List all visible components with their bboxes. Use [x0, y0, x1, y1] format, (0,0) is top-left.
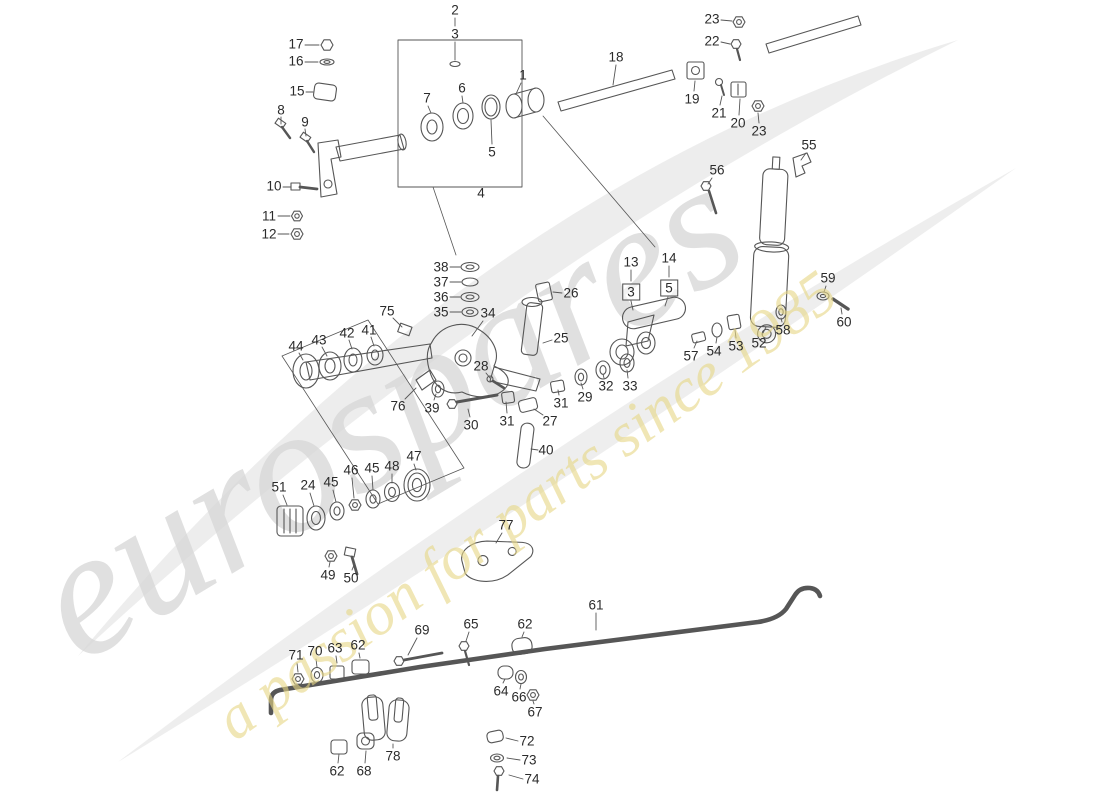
leader-line-21	[719, 95, 723, 106]
kingpin-bearing-group	[276, 468, 431, 576]
mount-bracket	[461, 540, 534, 582]
leader-line-44	[298, 352, 304, 361]
leader-line-62	[521, 631, 525, 638]
leader-line-43	[321, 346, 328, 357]
leader-line-20	[738, 98, 741, 116]
leader-line-52	[761, 326, 767, 336]
leader-line-62	[337, 753, 340, 764]
leader-line-70	[315, 658, 318, 668]
leader-line-69	[407, 637, 418, 656]
leader-line-60	[840, 307, 843, 315]
stabilizer-bar-assembly	[268, 585, 823, 792]
leader-line-75	[392, 317, 403, 328]
shim-stack	[460, 261, 480, 318]
leader-line-62	[358, 652, 361, 659]
leader-line-23	[757, 112, 760, 124]
shock-mount-hardware	[700, 152, 850, 320]
leader-line-45	[332, 489, 337, 503]
leader-line-22	[720, 41, 731, 45]
leader-line-27	[533, 408, 544, 416]
leader-line-5	[490, 119, 493, 145]
leader-line-9	[304, 128, 307, 137]
leader-line-23	[720, 19, 733, 22]
leader-line-30	[467, 408, 471, 418]
leader-line-72	[505, 737, 519, 742]
leader-line-54	[715, 336, 718, 344]
reference-lines	[432, 115, 656, 256]
leader-line-40	[530, 448, 539, 451]
leader-line-53	[734, 329, 737, 339]
leader-line-31	[557, 389, 560, 396]
leader-line-18	[612, 64, 617, 86]
leader-line-68	[364, 750, 367, 764]
shock-absorber	[749, 156, 790, 344]
leader-line-28	[485, 372, 491, 379]
leader-line-74	[508, 774, 524, 780]
steering-fork-assembly	[274, 39, 407, 240]
leader-line-41	[370, 336, 375, 347]
torsion-arm-assembly	[520, 281, 742, 366]
leader-line-6	[461, 95, 464, 104]
leader-line-65	[465, 631, 470, 642]
leader-line-33	[626, 369, 629, 379]
leader-line-26	[552, 291, 563, 294]
leader-line-67	[532, 700, 535, 705]
leader-line-25	[542, 339, 553, 344]
leader-line-46	[351, 477, 355, 499]
bearing-set	[420, 87, 545, 142]
steering-knuckle	[281, 319, 635, 505]
leader-line-45	[371, 475, 374, 491]
leader-line-63	[335, 655, 338, 664]
tie-rod-and-clamps	[557, 15, 862, 112]
leader-line-24	[309, 492, 315, 507]
leader-line-42	[348, 339, 353, 350]
bearing-box	[397, 39, 523, 188]
leader-line-1	[515, 82, 522, 95]
leader-lines	[277, 17, 843, 780]
leader-line-59	[823, 285, 827, 293]
leader-line-7	[427, 105, 432, 114]
leader-line-73	[506, 757, 521, 761]
leader-line-49	[328, 561, 331, 568]
leader-line-19	[693, 80, 696, 92]
swoosh-ribbon-lower	[118, 168, 1016, 762]
leader-line-3	[630, 300, 634, 311]
leader-line-71	[296, 662, 299, 673]
leader-line-39	[433, 393, 437, 401]
leader-line-51	[282, 494, 288, 506]
leader-line-66	[519, 683, 522, 690]
watermark-tagline: a passion for parts since 1985	[203, 258, 849, 753]
leader-line-64	[502, 678, 506, 684]
leader-line-76	[404, 387, 417, 400]
leader-line-29	[580, 382, 584, 390]
